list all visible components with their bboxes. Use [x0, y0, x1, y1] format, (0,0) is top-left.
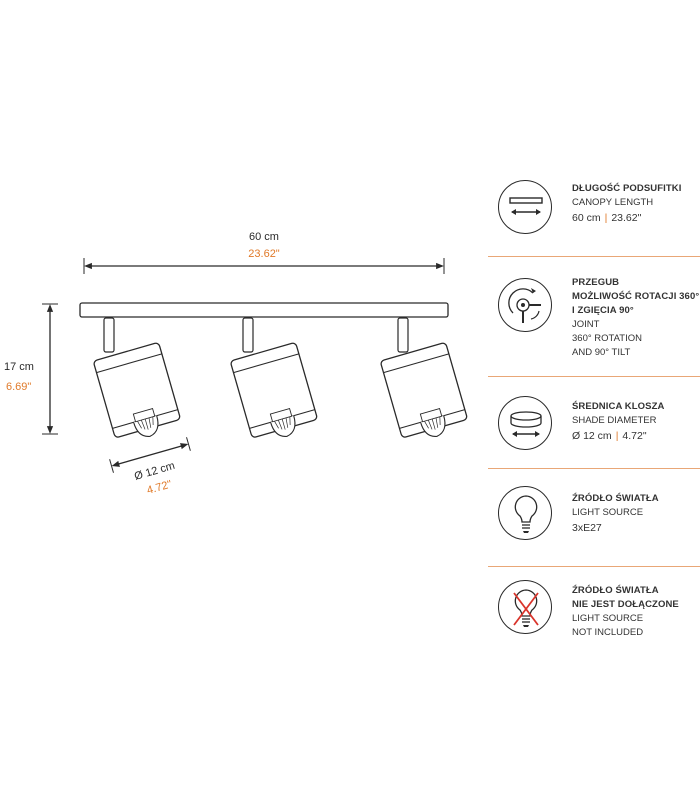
spec-divider	[488, 376, 700, 378]
height-in-label: 6.69"	[6, 381, 31, 393]
spec-divider	[488, 256, 700, 258]
spec-bulb-not-included: ŹRÓDŁO ŚWIATŁA NIE JEST DOŁĄCZONE LIGHT …	[488, 578, 700, 648]
spec-canopy-length: DŁUGOŚĆ PODSUFITKI CANOPY LENGTH 60 cm|2…	[488, 178, 700, 248]
light-bulb-icon	[498, 486, 552, 540]
spot-lamp-2	[230, 317, 318, 438]
spec-2-title-line-2: MOŻLIWOŚĆ ROTACJI 360°	[572, 291, 700, 302]
spec-1-value-in: 23.62"	[611, 212, 642, 224]
spec-2-title-line-3: I ZGIĘCIA 90°	[572, 305, 634, 316]
shade-diameter-dimension: Ø 12 cm 4.72"	[109, 437, 191, 497]
spec-1-title: DŁUGOŚĆ PODSUFITKI	[572, 183, 682, 194]
fixture-drawing: 60 cm 23.62" 17 cm 6.69"	[4, 231, 468, 497]
spec-1-value: 60 cm|23.62"	[572, 212, 642, 224]
spot-lamp-3	[380, 317, 468, 438]
spec-2-sub-line-2: 360° ROTATION	[572, 333, 642, 344]
spec-2-sub-line-1: JOINT	[572, 319, 600, 330]
spec-shade-diameter: ŚREDNICA KLOSZA SHADE DIAMETER Ø 12 cm|4…	[488, 394, 700, 456]
spec-3-title: ŚREDNICA KLOSZA	[572, 401, 665, 412]
length-in-label: 23.62"	[248, 248, 280, 260]
length-dimension: 60 cm 23.62"	[83, 231, 445, 274]
spec-panel: DŁUGOŚĆ PODSUFITKI CANOPY LENGTH 60 cm|2…	[488, 0, 700, 800]
length-cm-label: 60 cm	[249, 231, 279, 243]
spec-3-value-cm: Ø 12 cm	[572, 430, 612, 442]
height-cm-label: 17 cm	[4, 361, 34, 373]
joint-rotation-icon	[498, 278, 552, 332]
spec-4-value: 3xE27	[572, 522, 602, 534]
canopy-length-icon	[498, 180, 552, 234]
spec-divider	[488, 468, 700, 470]
spec-3-value-in: 4.72"	[622, 430, 647, 442]
spec-2-sub-line-3: AND 90° TILT	[572, 347, 631, 358]
spec-2-title-line-1: PRZEGUB	[572, 277, 620, 288]
spec-divider	[488, 566, 700, 568]
spec-5-sub-line-1: LIGHT SOURCE	[572, 613, 644, 624]
spec-light-source: ŹRÓDŁO ŚWIATŁA LIGHT SOURCE 3xE27	[488, 484, 700, 546]
spot-lamp-1	[93, 317, 181, 438]
spec-3-value: Ø 12 cm|4.72"	[572, 430, 647, 442]
spec-5-sub-line-2: NOT INCLUDED	[572, 627, 644, 638]
spec-4-title: ŹRÓDŁO ŚWIATŁA	[572, 493, 659, 504]
spec-5-title-line-1: ŹRÓDŁO ŚWIATŁA	[572, 585, 659, 596]
spec-4-subtitle: LIGHT SOURCE	[572, 507, 644, 518]
spec-1-value-cm: 60 cm	[572, 212, 601, 224]
shade-in-label: 4.72"	[146, 478, 174, 497]
spec-5-title-line-2: NIE JEST DOŁĄCZONE	[572, 599, 679, 610]
spec-3-subtitle: SHADE DIAMETER	[572, 415, 657, 426]
spec-1-subtitle: CANOPY LENGTH	[572, 197, 654, 208]
spec-joint: PRZEGUB MOŻLIWOŚĆ ROTACJI 360° I ZGIĘCIA…	[488, 276, 700, 366]
shade-diameter-icon	[498, 396, 552, 450]
height-dimension: 17 cm 6.69"	[4, 303, 58, 435]
canopy-bar	[79, 302, 449, 318]
bulb-not-included-icon	[498, 580, 552, 634]
